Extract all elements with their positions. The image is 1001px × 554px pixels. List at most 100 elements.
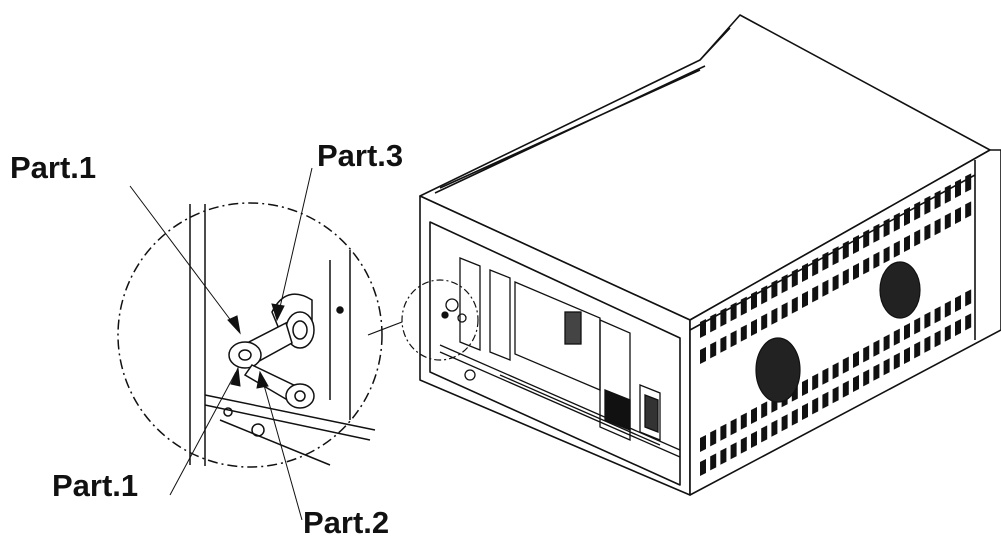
cabinet-side-face <box>689 149 1001 496</box>
vent-slot <box>730 330 737 348</box>
detail-leader <box>367 279 479 361</box>
leader-part3 <box>277 167 313 317</box>
vent-slot <box>924 335 931 353</box>
vent-slot <box>842 268 849 286</box>
vent-slot <box>710 341 717 359</box>
vent-slot <box>751 407 757 424</box>
vent-slot <box>842 356 849 374</box>
vent-slot <box>904 207 910 226</box>
link-hub <box>228 341 262 369</box>
vent-slot <box>771 419 778 437</box>
front-panel-details <box>439 257 681 458</box>
vent-slot <box>791 268 798 288</box>
vent-slot <box>965 201 972 219</box>
vent-slot <box>812 373 819 391</box>
vent-slot <box>832 246 839 266</box>
vent-slot <box>873 363 880 381</box>
vent-slot <box>893 212 900 232</box>
vent-slot <box>863 345 870 363</box>
vent-slot <box>914 341 921 359</box>
vent-slot <box>863 257 870 275</box>
vent-slot <box>771 307 778 325</box>
vent-slot <box>812 285 819 303</box>
arrow-part3 <box>271 303 285 322</box>
magnified-detail <box>117 202 383 468</box>
vent-slot <box>740 412 747 430</box>
leader-part2 <box>261 377 303 521</box>
vent-slot <box>761 401 768 419</box>
vent-slot <box>883 246 890 264</box>
vent-slot <box>781 414 788 432</box>
vent-slot <box>832 386 839 404</box>
vent-slot <box>934 330 941 348</box>
vent-slot <box>863 229 870 249</box>
small-detail-circle <box>401 279 479 361</box>
vent-slot <box>873 223 880 243</box>
vent-slot <box>812 257 819 277</box>
vent-slot <box>812 397 819 415</box>
callout-part1-top: Part.1 <box>10 150 97 185</box>
vent-slot <box>740 436 747 454</box>
cabinet-body <box>419 14 1001 496</box>
vent-slot <box>914 201 921 221</box>
vent-slot <box>751 431 757 448</box>
cabinet-front-inner <box>429 221 681 486</box>
vent-slot <box>944 300 951 318</box>
vent-row <box>700 201 972 364</box>
vent-slot <box>873 339 880 357</box>
vent-slot <box>955 295 961 312</box>
vent-slot <box>700 459 706 476</box>
vent-slot <box>802 263 808 282</box>
arrow-part2 <box>256 370 269 389</box>
vent-slot <box>781 274 788 294</box>
vent-slot <box>730 302 737 322</box>
callout-part3: Part.3 <box>317 138 404 173</box>
vent-slot <box>791 296 798 314</box>
vent-slot <box>924 311 931 329</box>
vent-row <box>700 173 972 338</box>
vent-slot <box>944 184 951 204</box>
vent-slot <box>883 218 890 238</box>
vent-slot <box>853 351 859 368</box>
vent-slot <box>924 195 931 215</box>
vent-slot <box>802 379 808 396</box>
vent-slot <box>914 229 921 247</box>
vent-slot <box>955 319 961 336</box>
vent-slot <box>761 285 768 305</box>
vent-slot <box>720 335 727 353</box>
vent-slot <box>720 307 727 327</box>
vent-row <box>700 313 972 476</box>
vent-slot <box>730 418 737 436</box>
vent-slot <box>700 347 706 364</box>
vent-slot <box>740 324 747 342</box>
vent-slot <box>842 380 849 398</box>
vent-slot <box>944 324 951 342</box>
vent-slot <box>832 274 839 292</box>
leader-part1-bottom <box>169 371 237 496</box>
vent-slot <box>965 289 972 307</box>
callout-part1-bottom: Part.1 <box>52 468 139 503</box>
vent-slot <box>853 375 859 392</box>
vent-slot <box>934 306 941 324</box>
vent-slot <box>802 403 808 420</box>
callout-leaders <box>129 167 313 521</box>
vent-slot <box>924 223 931 241</box>
vent-slot <box>955 179 961 198</box>
vent-slot <box>740 296 747 316</box>
vent-slot <box>944 212 951 230</box>
arrow-part1-top <box>227 315 241 335</box>
callout-part2: Part.2 <box>303 505 390 540</box>
vent-slot <box>893 352 900 370</box>
arrow-part1-bottom <box>230 366 241 387</box>
vent-slot <box>710 453 717 471</box>
vent-slot <box>700 319 706 338</box>
vent-slot <box>914 317 921 335</box>
vent-slot <box>791 408 798 426</box>
vent-slot <box>955 207 961 224</box>
vent-slot <box>904 323 910 340</box>
vent-slot <box>751 291 757 310</box>
vent-slot <box>751 319 757 336</box>
fan-grille-right <box>879 261 921 319</box>
